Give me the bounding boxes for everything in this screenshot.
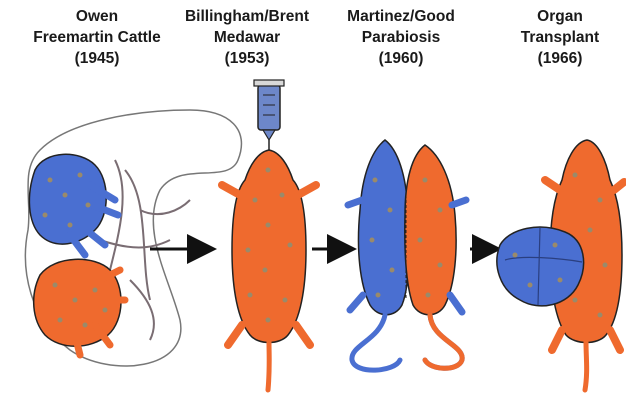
blue-mouse <box>358 140 409 315</box>
orange-tail <box>425 315 462 368</box>
mouse-tail <box>585 342 587 390</box>
panel-organ-transplant <box>497 140 624 390</box>
blue-calf <box>29 154 106 244</box>
mouse-body <box>232 150 306 343</box>
panel-owen-cattle <box>25 110 241 366</box>
mouse-tail <box>268 342 269 390</box>
panel-parabiosis-mice <box>348 140 466 370</box>
syringe-icon <box>254 80 284 152</box>
orange-mouse <box>405 145 456 315</box>
